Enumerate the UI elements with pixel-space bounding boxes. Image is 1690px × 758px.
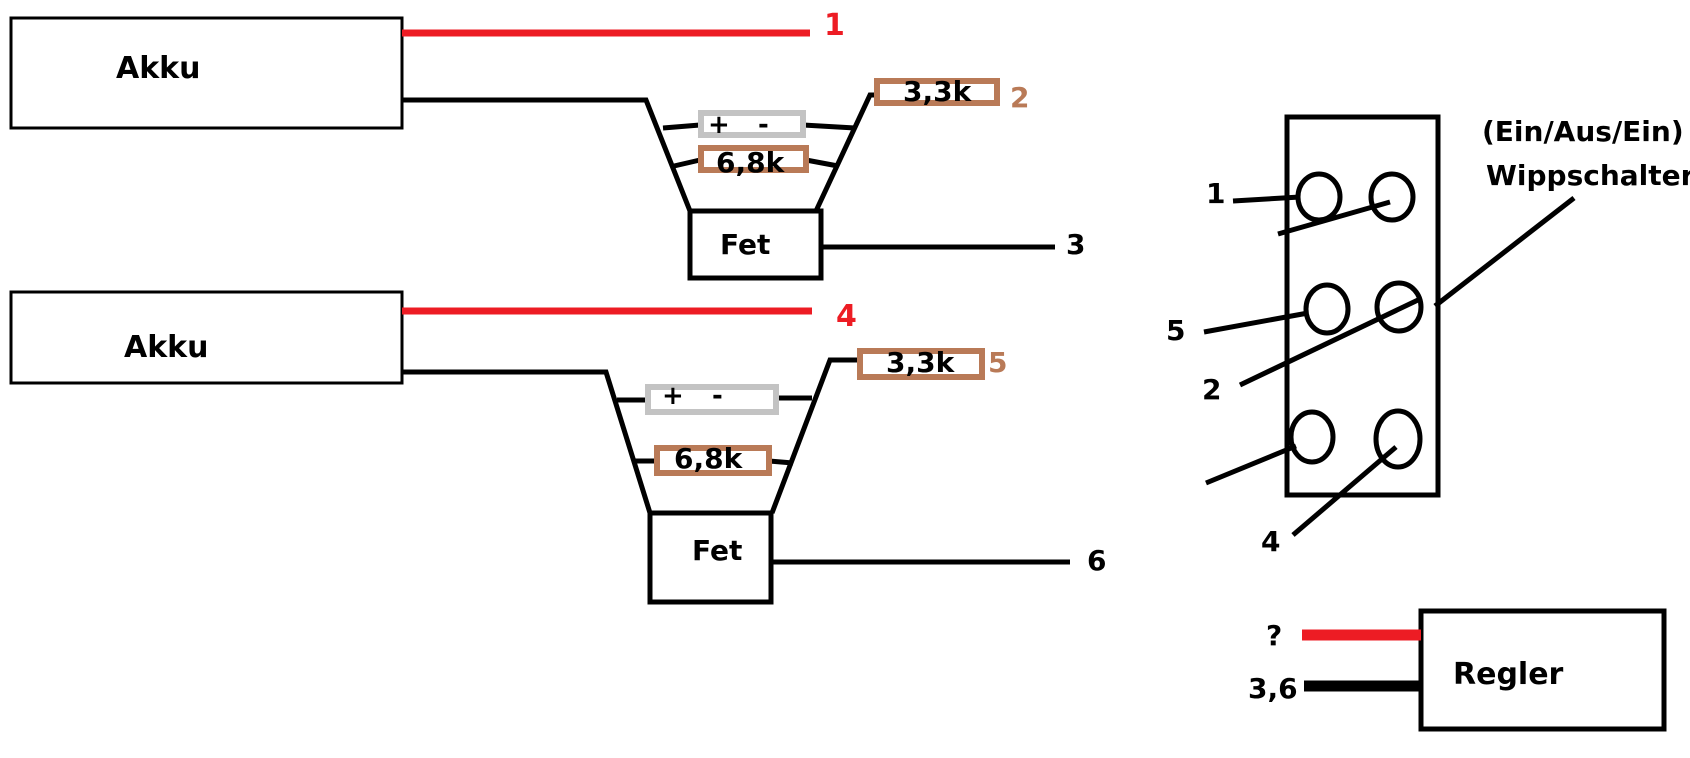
circuit-2: Akku 4 + - 6,8k 3,3k 5 Fet 6 xyxy=(9,290,1106,605)
battery-2-black-wire xyxy=(402,369,653,514)
capacitor-2 xyxy=(645,384,779,415)
resistor-top-1 xyxy=(874,78,1000,106)
switch-terminal-mid-right xyxy=(1374,280,1424,334)
cap-1-lead-left xyxy=(662,122,701,131)
resistor-bottom-1-value: 6,8k xyxy=(716,146,786,179)
regler-black-label: 3,6 xyxy=(1248,672,1298,705)
cap-1-lead-right xyxy=(802,122,856,131)
cap-2-plus: + xyxy=(662,381,684,411)
circuit-1: Akku 1 + - 6,8k 3,3k 2 Fet 3 xyxy=(9,8,1085,281)
resistor-top-2-wire xyxy=(769,357,858,514)
battery-1-label: Akku xyxy=(116,51,200,86)
switch-pin-label-2: 2 xyxy=(1202,373,1221,406)
switch-wire-4 xyxy=(1291,445,1398,537)
switch-pin-label-4: 4 xyxy=(1261,525,1280,558)
switch-terminal-top-right xyxy=(1368,171,1416,223)
switch-title-leader xyxy=(1433,196,1576,308)
switch-wire-bottom-left xyxy=(1205,443,1297,486)
wire-label-4: 4 xyxy=(836,299,857,334)
cap-1-plus: + xyxy=(708,110,730,140)
switch-wire-1 xyxy=(1232,194,1301,204)
resistor-bottom-1-lead-left xyxy=(673,157,701,169)
regler-red-label: ? xyxy=(1266,619,1282,652)
fet-2-label: Fet xyxy=(692,534,742,567)
battery-2 xyxy=(9,290,404,385)
rocker-switch: (Ein/Aus/Ein) Wippschalter 1 5 2 4 xyxy=(1166,114,1690,558)
resistor-top-1-label: 2 xyxy=(1010,81,1029,114)
switch-wire-2 xyxy=(1238,297,1420,388)
switch-title-line2: Wippschalter xyxy=(1486,159,1690,192)
switch-wire-5 xyxy=(1203,310,1309,335)
switch-wire-top-right xyxy=(1277,199,1391,237)
resistor-top-2-value: 3,3k xyxy=(886,346,956,379)
switch-pin-label-1: 1 xyxy=(1206,177,1225,210)
fet-2 xyxy=(647,510,774,605)
resistor-top-1-value: 3,3k xyxy=(903,75,973,108)
wire-label-3: 3 xyxy=(1066,228,1085,261)
resistor-top-1-wire xyxy=(813,92,875,213)
battery-1-black-wire xyxy=(402,97,693,212)
wire-label-6: 6 xyxy=(1087,544,1106,577)
resistor-bottom-2 xyxy=(654,445,772,476)
resistor-bottom-1 xyxy=(698,145,809,173)
resistor-top-2 xyxy=(857,348,985,380)
wire-label-1: 1 xyxy=(824,8,845,43)
resistor-bottom-2-lead-right xyxy=(768,458,794,466)
switch-terminal-bottom-left xyxy=(1288,409,1336,465)
switch-terminal-bottom-right xyxy=(1373,408,1423,470)
switch-terminal-mid-left xyxy=(1303,282,1351,336)
cap-2-minus: - xyxy=(712,381,723,411)
cap-1-minus: - xyxy=(758,110,769,140)
capacitor-1 xyxy=(698,110,806,138)
switch-body xyxy=(1284,114,1441,498)
switch-title-line1: (Ein/Aus/Ein) xyxy=(1482,115,1684,148)
regler: Regler ? 3,6 xyxy=(1248,608,1667,732)
regler-box xyxy=(1418,608,1667,732)
regler-label: Regler xyxy=(1453,657,1564,692)
battery-2-label: Akku xyxy=(124,330,208,365)
switch-pin-label-5: 5 xyxy=(1166,314,1185,347)
resistor-top-2-label: 5 xyxy=(988,346,1007,379)
resistor-bottom-2-value: 6,8k xyxy=(674,442,744,475)
resistor-bottom-1-lead-right xyxy=(805,157,839,169)
battery-1 xyxy=(9,16,404,130)
fet-1-label: Fet xyxy=(720,228,770,261)
